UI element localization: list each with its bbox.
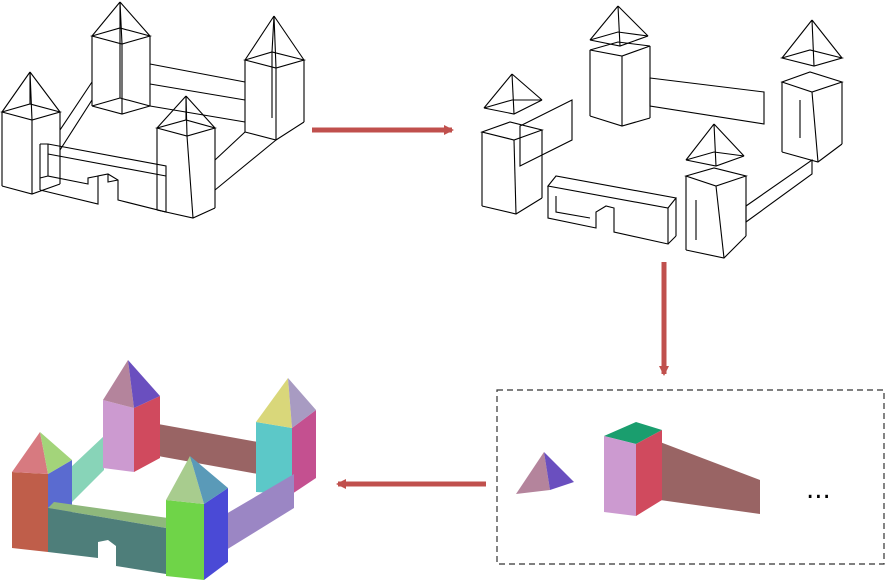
wall-left	[70, 436, 104, 504]
wall-back	[158, 424, 258, 474]
tower-front	[166, 456, 228, 580]
wire-part-right-roof	[779, 19, 845, 67]
wire-walls	[39, 63, 277, 213]
primitive-wall	[660, 442, 760, 514]
primitives-dashed-box	[496, 389, 885, 565]
wire-part-left-roof	[483, 73, 543, 115]
wire-right-tower	[242, 15, 307, 141]
tower-left	[12, 432, 72, 552]
tower-back	[103, 360, 160, 472]
part-primitives: ...	[516, 422, 831, 516]
primitive-box	[604, 422, 662, 516]
decomposed-wireframe-parts	[480, 5, 845, 259]
wire-part-left-body	[480, 99, 573, 215]
primitive-pyramid	[516, 452, 574, 494]
wire-part-front-wall	[546, 175, 678, 245]
wire-part-back-roof	[589, 5, 649, 47]
wall-right	[226, 474, 294, 550]
wire-left-tower	[0, 71, 63, 195]
wire-part-front-body	[684, 158, 813, 259]
wire-part-front-roof	[685, 123, 745, 167]
ellipsis-label: ...	[806, 475, 831, 505]
wire-front-tower	[154, 95, 218, 219]
wire-part-back-body	[589, 41, 651, 127]
wire-part-back-wall	[649, 77, 765, 125]
wall-front	[48, 502, 168, 574]
wireframe-castle	[0, 1, 307, 219]
wire-back-tower	[89, 1, 153, 115]
tower-right	[256, 378, 316, 494]
wire-part-right-body	[780, 71, 844, 163]
assembled-colored-castle	[12, 360, 316, 580]
